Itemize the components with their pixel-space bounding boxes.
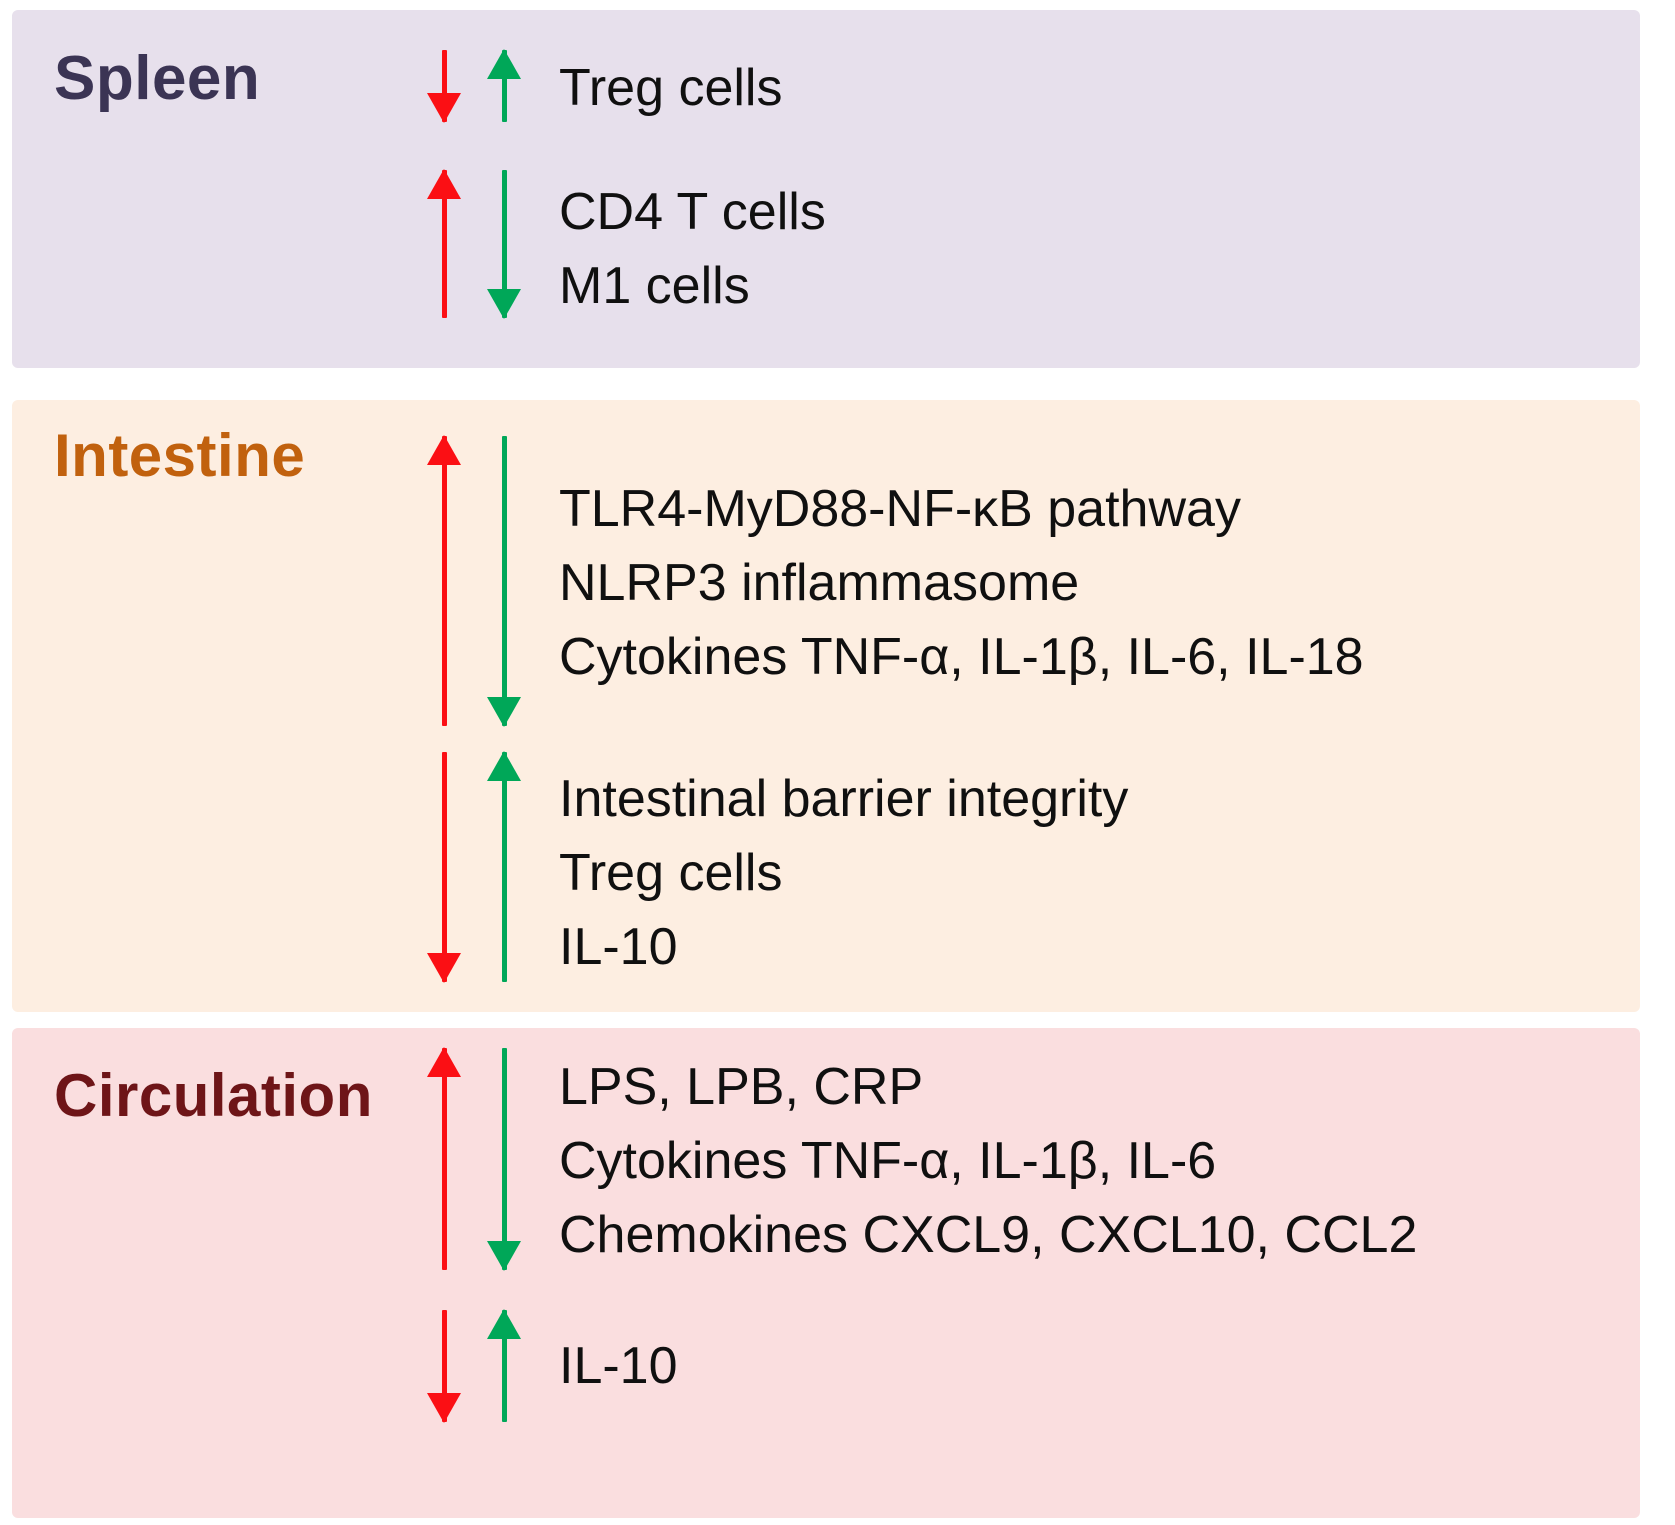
arrow-shaft <box>501 50 507 122</box>
arrow-shaft <box>441 1048 447 1270</box>
arrow-shaft <box>501 752 507 982</box>
panel-title-circulation: Circulation <box>54 1062 373 1129</box>
circulation-group-1-item-2: Chemokines CXCL9, CXCL10, CCL2 <box>559 1206 1418 1264</box>
arrow-head <box>427 1393 461 1423</box>
intestine-group-1-item-0: TLR4-MyD88-NF-κB pathway <box>559 480 1241 538</box>
arrow-green-up-circulation-il10 <box>482 1309 526 1422</box>
panel-circulation: Circulation LPS, LPB, CRP Cytokines TNF-… <box>12 1028 1640 1518</box>
arrow-shaft <box>441 170 447 318</box>
intestine-group-2-item-2: IL-10 <box>559 918 678 976</box>
arrow-shaft <box>441 1310 447 1422</box>
spleen-group-1-item-0: Treg cells <box>559 59 783 117</box>
arrow-shaft <box>501 436 507 726</box>
arrow-head <box>487 1309 521 1339</box>
arrow-shaft <box>501 1310 507 1422</box>
circulation-group-1-item-1: Cytokines TNF-α, IL-1β, IL-6 <box>559 1132 1217 1190</box>
spleen-group-2-item-0: CD4 T cells <box>559 183 826 241</box>
arrow-head <box>487 1241 521 1271</box>
arrow-shaft <box>441 50 447 122</box>
panel-spleen: Spleen Treg cells CD4 T cells M1 cells <box>12 10 1640 368</box>
circulation-group-2-item-0: IL-10 <box>559 1337 678 1395</box>
intestine-group-2-item-0: Intestinal barrier integrity <box>559 770 1129 828</box>
arrow-head <box>427 435 461 465</box>
arrow-head <box>427 93 461 123</box>
intestine-group-1-item-1: NLRP3 inflammasome <box>559 554 1080 612</box>
spleen-group-2-items: CD4 T cells M1 cells <box>559 175 826 323</box>
arrow-head <box>487 697 521 727</box>
arrow-shaft <box>441 752 447 982</box>
arrow-green-up-spleen-treg <box>482 49 526 122</box>
arrow-shaft <box>501 170 507 318</box>
arrow-head <box>427 1047 461 1077</box>
panel-title-spleen: Spleen <box>54 44 261 113</box>
arrow-red-up-intestine-inflammation <box>422 435 466 726</box>
arrow-head <box>427 169 461 199</box>
arrow-green-down-intestine-inflammation <box>482 436 526 727</box>
arrow-red-up-circulation-inflammation <box>422 1047 466 1270</box>
arrow-red-down-intestine-barrier <box>422 752 466 983</box>
arrow-green-down-spleen-m1 <box>482 170 526 319</box>
arrow-shaft <box>441 436 447 726</box>
panel-title-intestine: Intestine <box>54 422 306 489</box>
circulation-group-1-items: LPS, LPB, CRP Cytokines TNF-α, IL-1β, IL… <box>559 1050 1417 1272</box>
arrow-head <box>487 49 521 79</box>
arrow-green-down-circulation-inflammation <box>482 1048 526 1271</box>
intestine-group-1-item-2: Cytokines TNF-α, IL-1β, IL-6, IL-18 <box>559 628 1364 686</box>
arrow-head <box>487 289 521 319</box>
circulation-group-1-item-0: LPS, LPB, CRP <box>559 1058 924 1116</box>
arrow-red-up-spleen-cd4 <box>422 169 466 318</box>
panel-intestine: Intestine TLR4-MyD88-NF-κB pathway NLRP3… <box>12 400 1640 1012</box>
arrow-red-down-spleen-treg <box>422 50 466 123</box>
spleen-group-2-item-1: M1 cells <box>559 257 750 315</box>
arrow-shaft <box>501 1048 507 1270</box>
arrow-green-up-intestine-barrier <box>482 751 526 982</box>
intestine-group-1-items: TLR4-MyD88-NF-κB pathway NLRP3 inflammas… <box>559 472 1364 694</box>
arrow-head <box>427 953 461 983</box>
intestine-group-2-items: Intestinal barrier integrity Treg cells … <box>559 762 1128 984</box>
arrow-head <box>487 751 521 781</box>
arrow-red-down-circulation-il10 <box>422 1310 466 1423</box>
intestine-group-2-item-1: Treg cells <box>559 844 783 902</box>
